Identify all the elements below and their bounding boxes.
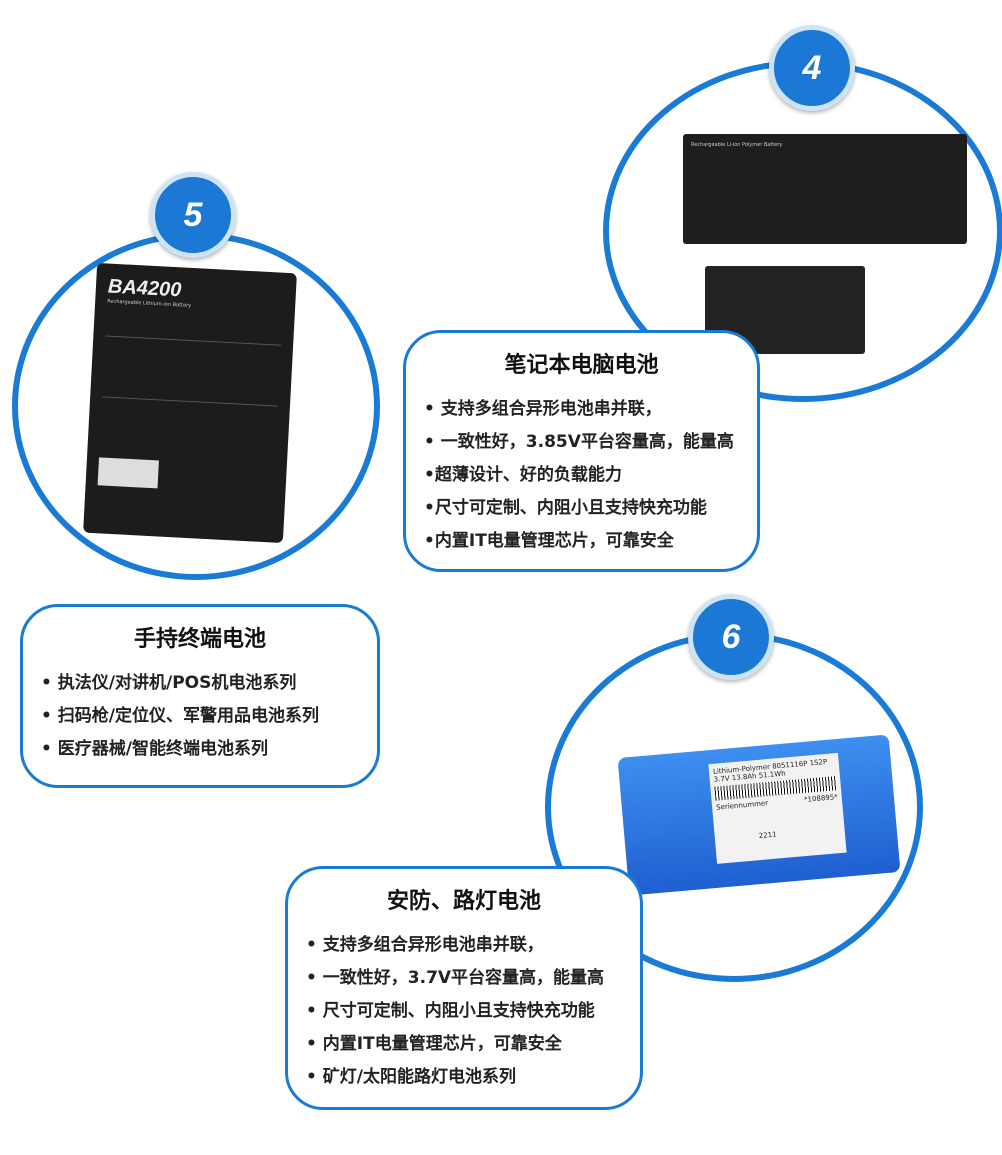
badge-6: 6	[688, 594, 774, 680]
feature-item: • 尺寸可定制、内阻小且支持快充功能	[306, 1001, 595, 1021]
feature-item: • 一致性好，3.7V平台容量高，能量高	[306, 968, 605, 988]
feature-item: •尺寸可定制、内阻小且支持快充功能	[424, 498, 707, 518]
product-code: *108895*	[803, 793, 839, 804]
card-title: 安防、路灯电池	[386, 889, 541, 914]
feature-item: • 内置IT电量管理芯片，可靠安全	[306, 1034, 562, 1054]
card-title: 笔记本电脑电池	[504, 353, 659, 378]
product-text: Rechargeable Li-ion Polymer Battery	[691, 142, 783, 148]
feature-item: • 扫码枪/定位仪、军警用品电池系列	[41, 706, 319, 726]
security-battery-image: Lithium-Polymer 8051116P 1S2P 3.7V 13.8A…	[617, 734, 901, 896]
feature-item: • 医疗器械/智能终端电池系列	[41, 739, 268, 759]
handheld-battery-circle: BA4200 Rechargeable Lithium-ion Battery	[12, 232, 380, 580]
product-serial: Seriennummer	[715, 799, 769, 812]
handheld-battery-image: BA4200 Rechargeable Lithium-ion Battery	[83, 262, 297, 544]
laptop-battery-card: 笔记本电脑电池 • 支持多组合异形电池串并联， • 一致性好，3.85V平台容量…	[403, 330, 760, 572]
badge-4: 4	[769, 25, 855, 111]
feature-item: • 执法仪/对讲机/POS机电池系列	[41, 673, 297, 693]
security-battery-card: 安防、路灯电池 • 支持多组合异形电池串并联， • 一致性好，3.7V平台容量高…	[285, 866, 643, 1110]
handheld-battery-card: 手持终端电池 • 执法仪/对讲机/POS机电池系列 • 扫码枪/定位仪、军警用品…	[20, 604, 380, 788]
laptop-battery-image-1: Rechargeable Li-ion Polymer Battery	[683, 134, 967, 244]
feature-item: • 矿灯/太阳能路灯电池系列	[306, 1067, 516, 1087]
feature-item: • 支持多组合异形电池串并联，	[306, 935, 544, 955]
feature-item: • 一致性好，3.85V平台容量高，能量高	[424, 432, 734, 452]
badge-5: 5	[150, 172, 236, 258]
product-num: 2211	[758, 830, 777, 841]
feature-item: •内置IT电量管理芯片，可靠安全	[424, 531, 674, 551]
feature-item: • 支持多组合异形电池串并联，	[424, 399, 662, 419]
feature-item: •超薄设计、好的负载能力	[424, 465, 622, 485]
card-title: 手持终端电池	[133, 627, 266, 652]
